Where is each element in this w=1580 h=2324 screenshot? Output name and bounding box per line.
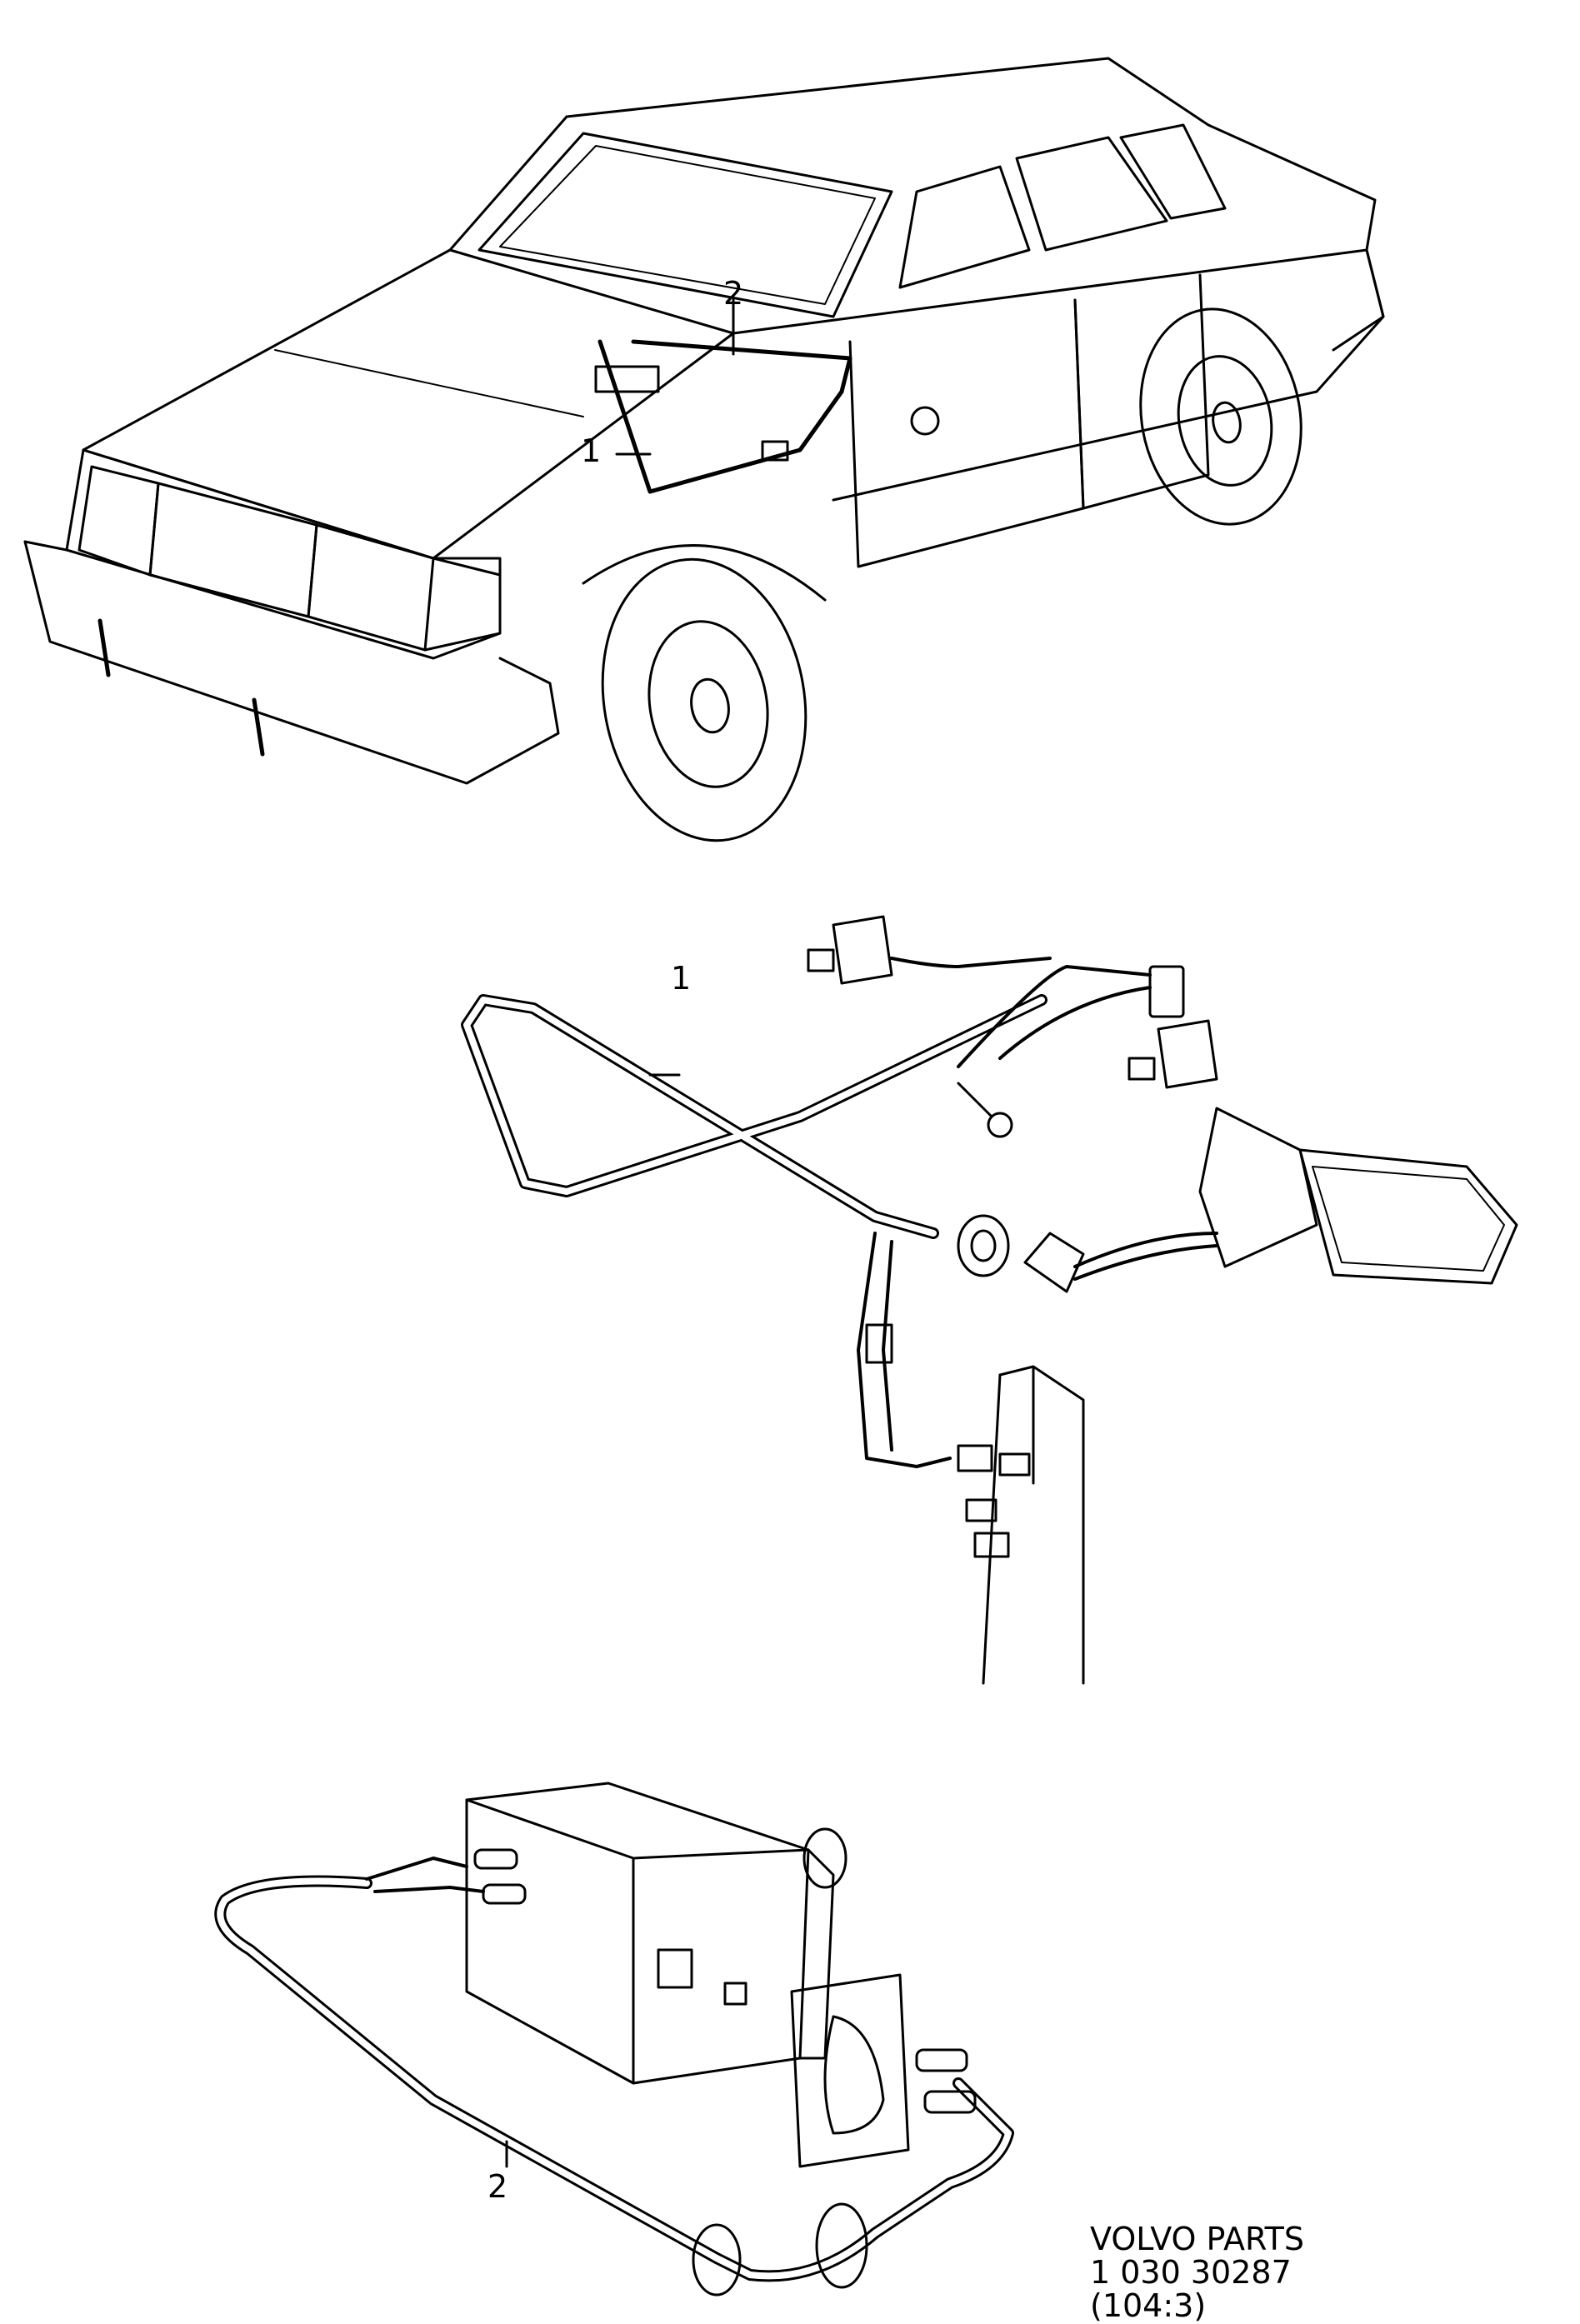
parts-reference-block: VOLVO PARTS 1 030 30287 (104:3) xyxy=(1090,2222,1304,2322)
callout-item-1-harness: 1 xyxy=(671,960,692,997)
callout-item-2-cable: 2 xyxy=(488,2168,508,2205)
part-number: 1 030 30287 xyxy=(1090,2254,1292,2291)
car-illustration xyxy=(23,57,1385,842)
harness-illustration xyxy=(461,915,1518,1685)
cable-illustration xyxy=(214,1782,1014,2297)
callout-item-2-car: 2 xyxy=(723,275,744,312)
callout-item-1-car: 1 xyxy=(581,432,602,469)
brand-label: VOLVO PARTS xyxy=(1090,2221,1305,2257)
reference-code: (104:3) xyxy=(1090,2287,1207,2324)
